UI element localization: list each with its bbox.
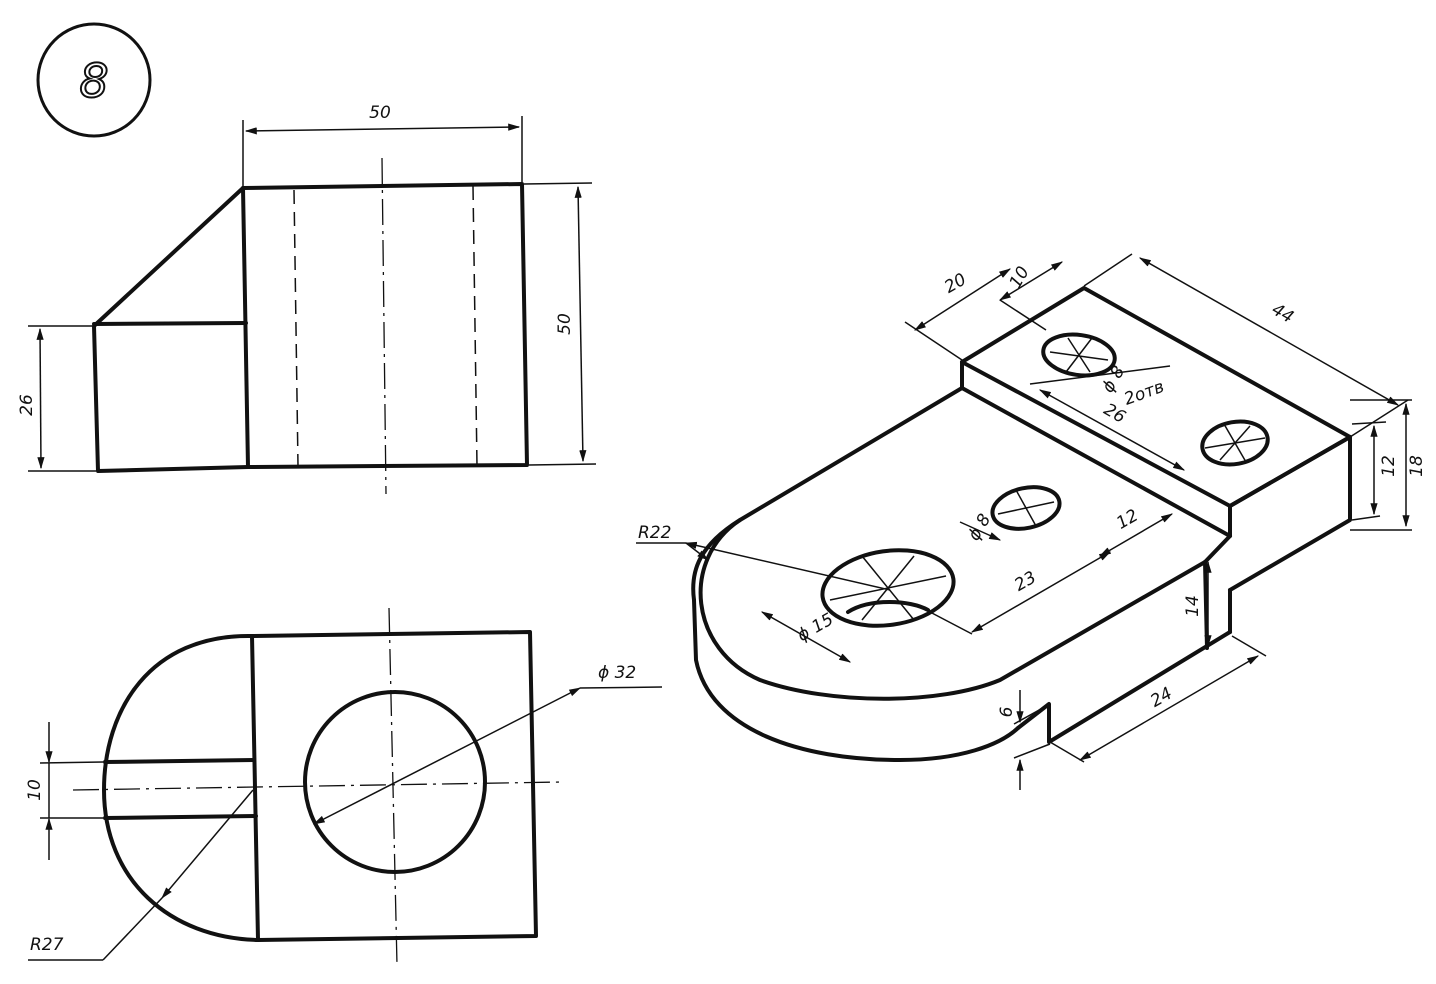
dim-20-label: 20 [941, 270, 970, 298]
dim-hole-mid-label: ϕ 8 [964, 510, 995, 544]
dim-radius-label: R27 [30, 935, 64, 955]
dim-6-label: 6 [997, 706, 1017, 717]
dim-23-label: 23 [1011, 568, 1040, 596]
front-view: 50 50 26 [17, 103, 597, 495]
dim-hole-label: ϕ 32 [598, 663, 636, 683]
top-view: ϕ 32 10 R27 [25, 607, 663, 966]
dim-12-h-label: 12 [1379, 455, 1399, 477]
dim-width-label: 50 [369, 103, 391, 123]
dim-holes-count-label: 2отв [1122, 377, 1168, 410]
dim-10-label: 10 [1006, 263, 1034, 292]
dim-r22-label: R22 [638, 523, 671, 543]
sheet-number: 8 [79, 54, 108, 108]
dim-slot-label: 10 [25, 779, 45, 801]
dim-26-label: 26 [1100, 400, 1129, 428]
dim-18-label: 18 [1407, 455, 1427, 477]
sheet-number-badge: 8 [36, 22, 152, 138]
dim-44-label: 44 [1268, 300, 1297, 328]
dim-24-label: 24 [1147, 684, 1176, 712]
isometric-view: 20 10 44 ϕ 8 2отв 26 12 18 ϕ 8 12 [636, 253, 1427, 790]
dim-step-label: 26 [17, 394, 37, 416]
dim-12-d-label: 12 [1113, 506, 1142, 534]
dim-height-label: 50 [555, 313, 575, 335]
dim-hole-big-label: ϕ 15 [794, 609, 837, 645]
dim-14-label: 14 [1183, 595, 1203, 617]
